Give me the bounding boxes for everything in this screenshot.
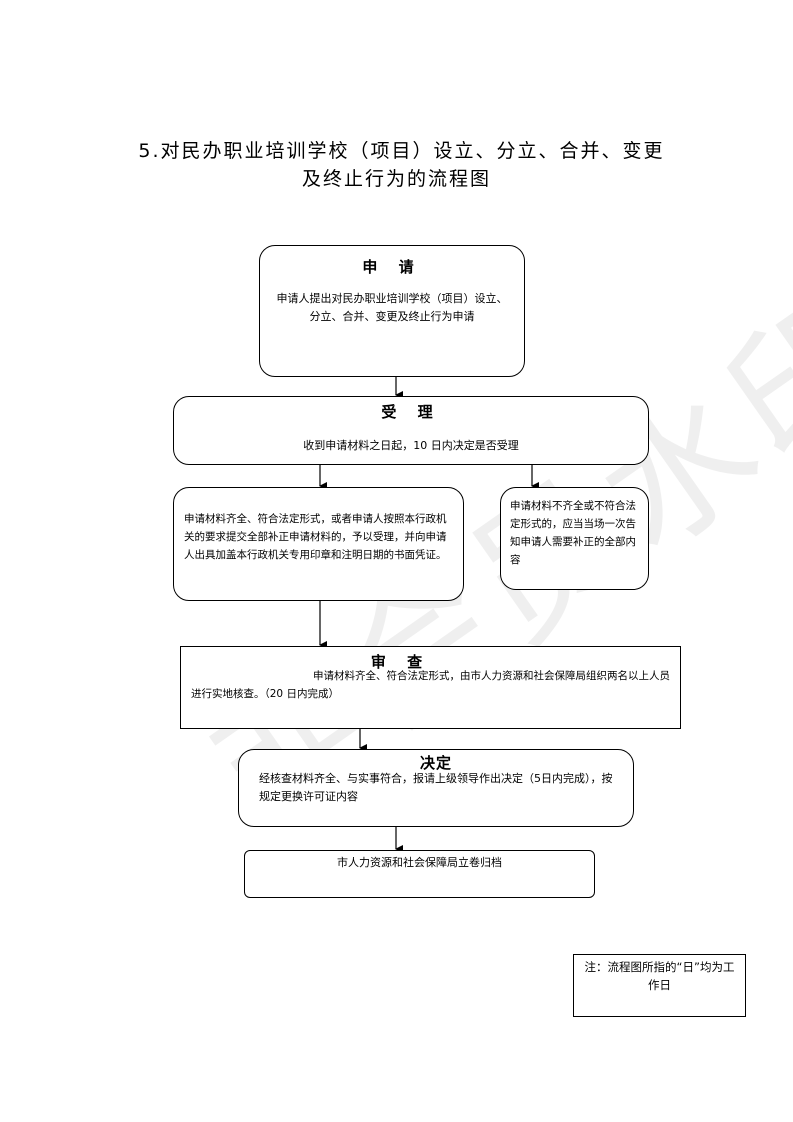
- incomplete-box: 申请材料不齐全或不符合法定形式的，应当当场一次告知申请人需要补正的全部内容: [500, 487, 649, 590]
- incomplete-text: 申请材料不齐全或不符合法定形式的，应当当场一次告知申请人需要补正的全部内容: [510, 500, 636, 566]
- complete-text: 申请材料齐全、符合法定形式，或者申请人按照本行政机关的要求提交全部补正申请材料的…: [184, 513, 447, 561]
- apply-heading: 申 请: [362, 258, 422, 276]
- accept-box: 受 理 收到申请材料之日起，10 日内决定是否受理: [173, 396, 649, 465]
- archive-text: 市人力资源和社会保障局立卷归档: [337, 856, 502, 869]
- apply-box: 申 请 申请人提出对民办职业培训学校（项目）设立、分立、合并、变更及终止行为申请: [259, 245, 525, 377]
- decide-box: 决定 经核查材料齐全、与实事符合，报请上级领导作出决定（5日内完成），按规定更换…: [238, 749, 634, 827]
- page-title-line2: 及终止行为的流程图: [301, 168, 491, 190]
- note-box: 注：流程图所指的“日”均为工作日: [573, 954, 746, 1017]
- note-text: 注：流程图所指的“日”均为工作日: [584, 960, 735, 992]
- decide-text: 经核查材料齐全、与实事符合，报请上级领导作出决定（5日内完成），按规定更换许可证…: [259, 772, 613, 803]
- page-title-line1: 5.对民办职业培训学校（项目）设立、分立、合并、变更: [138, 140, 665, 162]
- review-box: 审 查 申请材料齐全、符合法定形式，由市人力资源和社会保障局组织两名以上人员进行…: [180, 646, 681, 729]
- apply-text: 申请人提出对民办职业培训学校（项目）设立、分立、合并、变更及终止行为申请: [276, 292, 508, 323]
- review-text: 申请材料齐全、符合法定形式，由市人力资源和社会保障局组织两名以上人员进行实地核查…: [191, 670, 670, 700]
- accept-heading: 受 理: [381, 403, 441, 421]
- decide-heading: 决定: [419, 754, 452, 772]
- review-heading: 审 查: [370, 653, 431, 671]
- archive-box: 市人力资源和社会保障局立卷归档: [244, 850, 595, 898]
- accept-text: 收到申请材料之日起，10 日内决定是否受理: [303, 439, 519, 452]
- complete-box: 申请材料齐全、符合法定形式，或者申请人按照本行政机关的要求提交全部补正申请材料的…: [173, 487, 464, 601]
